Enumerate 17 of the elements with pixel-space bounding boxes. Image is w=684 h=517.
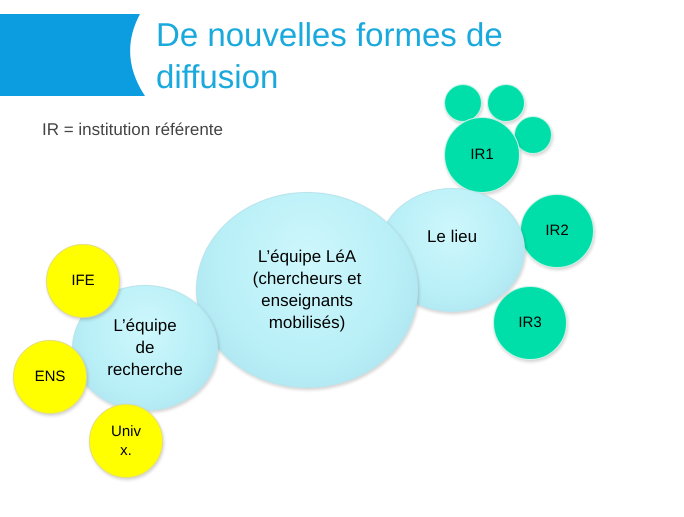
bubble-label: L’équipe LéA (chercheurs et enseignants mobilisés) xyxy=(252,246,362,334)
decorative-circle xyxy=(514,116,552,154)
institution-circle xyxy=(89,404,163,478)
title: De nouvelles formes de diffusion xyxy=(156,15,504,97)
bubble-label: Le lieu xyxy=(426,226,478,248)
decorative-circle xyxy=(487,84,525,122)
institution-circle xyxy=(493,286,567,360)
bubble-label: ENS xyxy=(34,367,66,387)
decorative-circle xyxy=(444,84,482,122)
bubble-label: Univ x. xyxy=(110,422,142,460)
bubble-label: L’équipe de recherche xyxy=(106,314,184,382)
bubble-label: IFE xyxy=(71,271,95,291)
note-text: IR = institution référente xyxy=(42,120,223,140)
bubble-label: IR2 xyxy=(545,221,569,241)
institution-circle xyxy=(444,117,520,193)
bubble-label: IR1 xyxy=(470,145,494,165)
bubble-label: IR3 xyxy=(518,313,542,333)
